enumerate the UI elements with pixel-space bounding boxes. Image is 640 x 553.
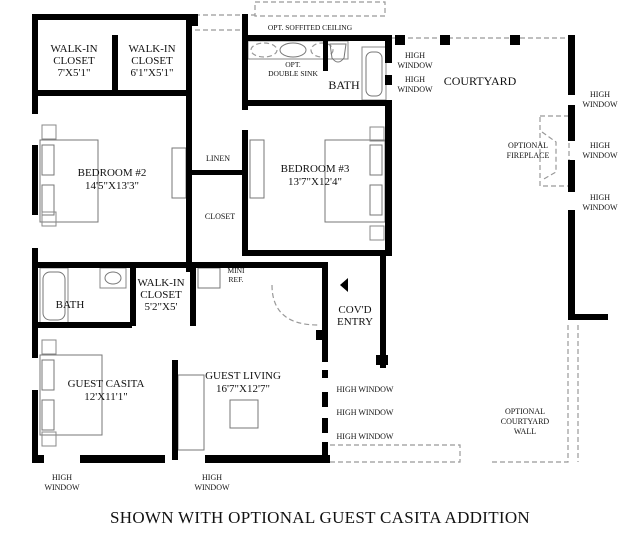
fixtures [39,40,387,451]
closet-label: CLOSET [205,212,235,221]
minifridge-label2: REF. [228,275,243,284]
window-label: HIGH [405,75,425,84]
walkin3-label: WALK-IN [137,277,184,289]
window-label: WINDOW [582,151,618,160]
sink-label: OPT. [285,60,301,69]
window-label: HIGH [590,193,610,202]
closet-rod [249,139,265,199]
guest-living-label: GUEST LIVING [205,370,281,382]
courtyard-label: COURTYARD [444,74,517,88]
window-label: HIGH WINDOW [337,385,394,394]
bedroom2-size: 14'5"X13'3" [85,180,139,192]
walkin1-size: 7'X5'1" [58,67,91,79]
bath2-label: BATH [56,299,85,311]
window-label: WINDOW [397,85,433,94]
window-label: HIGH [590,90,610,99]
bathtub-icon [42,271,66,321]
minifridge-label: MINI [227,266,245,275]
bed-icon [39,139,99,223]
entry-label2: ENTRY [337,316,373,328]
mini-fridge-icon [197,267,221,289]
courtyard-wall-label3: WALL [514,427,536,436]
plan-caption: SHOWN WITH OPTIONAL GUEST CASITA ADDITIO… [109,508,531,527]
window-label: WINDOW [582,203,618,212]
bedroom3-size: 13'7"X12'4" [288,176,342,188]
guest-casita-label: GUEST CASITA [68,378,145,390]
fireplace-label2: FIREPLACE [507,151,550,160]
toilet-icon [329,43,347,63]
walkin3-size: 5'2"X5' [145,301,178,313]
walkin1-label2: CLOSET [53,55,95,67]
walkin2-size: 6'1"X5'1" [131,67,174,79]
bedroom3-label: BEDROOM #3 [281,163,350,175]
fireplace-label: OPTIONAL [508,141,548,150]
walkin2-label2: CLOSET [131,55,173,67]
bath1-label: BATH [328,78,360,92]
walkin1-label: WALK-IN [50,43,97,55]
walkin2-label: WALK-IN [128,43,175,55]
bedroom2-label: BEDROOM #2 [78,167,147,179]
window-label: HIGH WINDOW [337,408,394,417]
courtyard-wall-label: OPTIONAL [505,407,545,416]
courtyard-wall-label2: COURTYARD [501,417,550,426]
window-label: HIGH [52,473,72,482]
window-label: WINDOW [397,61,433,70]
guest-living-size: 16'7"X12'7" [216,383,270,395]
entry-arrow-icon [340,278,348,292]
walkin3-label2: CLOSET [140,289,182,301]
window-label: HIGH WINDOW [337,432,394,441]
window-label: HIGH [405,51,425,60]
sink-label2: DOUBLE SINK [268,69,318,78]
sink-icon [104,271,122,285]
window-label: WINDOW [44,483,80,492]
linen-label: LINEN [206,154,230,163]
floor-plan: WALK-IN CLOSET 7'X5'1" WALK-IN CLOSET 6'… [32,1,618,492]
window-label: HIGH [590,141,610,150]
walls [32,14,608,463]
entry-label: COV'D [338,304,371,316]
bathtub-icon [365,51,383,97]
optional-dashed-lines [195,1,579,463]
window-label: WINDOW [194,483,230,492]
window-label: HIGH [202,473,222,482]
window-label: WINDOW [582,100,618,109]
room-labels: WALK-IN CLOSET 7'X5'1" WALK-IN CLOSET 6'… [44,23,618,492]
bed-icon [39,354,103,436]
sofa-icon [177,374,205,451]
table-icon [229,399,259,429]
soffit-label: OPT. SOFFITED CEILING [268,23,353,32]
guest-casita-size: 12'X11'1" [84,391,128,403]
linen-shelf [171,147,187,199]
